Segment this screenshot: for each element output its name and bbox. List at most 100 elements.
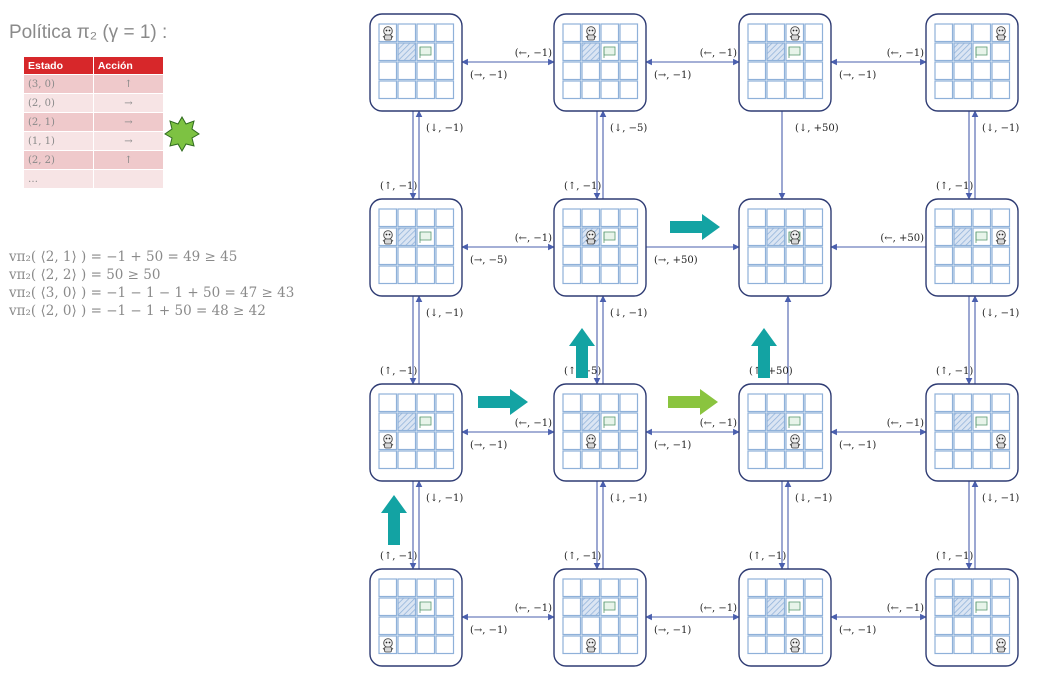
policy-arrow-3-0: [381, 495, 407, 545]
robot-head: [586, 26, 596, 36]
robot-arm: [1004, 443, 1007, 447]
robot-arm: [391, 443, 394, 447]
grid-cell: [378, 42, 398, 62]
equation-1: vπ₂( ⟨2, 1⟩ ) = −1 + 50 = 49 ≥ 45: [9, 249, 238, 265]
cell-accion: [93, 169, 165, 188]
label-left-0: (←, −1): [515, 48, 552, 59]
table-row: (1, 1)→: [24, 131, 165, 151]
robot-head: [790, 638, 800, 648]
label-left-9: (←, −1): [515, 603, 552, 614]
robot-arm: [789, 239, 792, 243]
grid-cell: [581, 450, 601, 470]
grid-cell: [378, 597, 398, 617]
robot-arm: [995, 239, 998, 243]
grid-cell: [804, 227, 824, 247]
grid-cell: [934, 208, 954, 228]
label-down-10: (↓, −1): [795, 493, 832, 504]
grid-cell: [991, 412, 1011, 432]
grid-cell: [934, 61, 954, 81]
grid-cell: [600, 208, 620, 228]
grid-cell: [785, 61, 805, 81]
grid-cell: [397, 265, 417, 285]
grid-cell: [953, 616, 973, 636]
grid-cell: [397, 208, 417, 228]
grid-cell: [581, 265, 601, 285]
grid-cell: [953, 597, 973, 617]
grid-cell: [581, 42, 601, 62]
grid-cell: [785, 246, 805, 266]
robot-body: [791, 442, 799, 449]
grid-cell: [378, 61, 398, 81]
robot-arm: [585, 443, 588, 447]
grid-cell: [562, 208, 582, 228]
grid-cell: [581, 616, 601, 636]
robot-body: [791, 238, 799, 245]
grid-cell: [804, 80, 824, 100]
label-down-7: (↓, −1): [982, 308, 1019, 319]
grid-cell: [562, 227, 582, 247]
robot-arm: [594, 35, 597, 39]
robot-arm: [995, 647, 998, 651]
goal-flag-icon: [975, 601, 988, 611]
robot-eye: [792, 233, 795, 236]
robot-eye: [588, 233, 591, 236]
grid-cell: [766, 246, 786, 266]
robot-arm: [585, 35, 588, 39]
grid-cell: [378, 450, 398, 470]
robot-agent-icon: [585, 434, 597, 449]
grid-cell: [804, 23, 824, 43]
robot-eye: [591, 29, 594, 32]
grid-cell: [600, 393, 620, 413]
table-row: (2, 0)→: [24, 93, 165, 113]
robot-head: [383, 434, 393, 444]
robot-eye: [388, 437, 391, 440]
goal-flag-icon: [419, 231, 432, 241]
state-grid-0-3: [925, 13, 1019, 112]
grid-cell: [378, 412, 398, 432]
grid-cell: [804, 246, 824, 266]
grid-cell: [934, 450, 954, 470]
grid-cell: [600, 61, 620, 81]
goal-flag-icon: [419, 416, 432, 426]
grid-cell: [435, 616, 455, 636]
grid-cell: [562, 616, 582, 636]
label-up-8: (↑, −1): [380, 551, 417, 562]
label-right-6: (→, −1): [470, 440, 507, 451]
label-up-10: (↑, −1): [749, 551, 786, 562]
grid-cell: [991, 42, 1011, 62]
robot-body: [997, 646, 1005, 653]
state-grid-0-1: [553, 13, 647, 112]
grid-cell: [397, 412, 417, 432]
robot-agent-icon: [382, 434, 394, 449]
grid-cell: [785, 80, 805, 100]
grid-cell: [397, 450, 417, 470]
grid-cell: [953, 265, 973, 285]
grid-cell: [804, 597, 824, 617]
policy-title: Política π₂ (γ = 1) :: [9, 22, 168, 43]
label-up-6: (↑, +50): [749, 366, 793, 377]
robot-body: [997, 442, 1005, 449]
grid-cell: [766, 635, 786, 655]
label-right-1: (→, −1): [654, 70, 691, 81]
robot-agent-icon: [995, 638, 1007, 653]
label-right-8: (→, −1): [839, 440, 876, 451]
grid-cell: [397, 597, 417, 617]
grid-cell: [953, 578, 973, 598]
robot-eye: [1001, 437, 1004, 440]
grid-cell: [435, 23, 455, 43]
label-up-4: (↑, −1): [380, 366, 417, 377]
grid-cell: [953, 635, 973, 655]
label-left-2: (←, −1): [887, 48, 924, 59]
grid-cell: [619, 393, 639, 413]
grid-cell: [619, 578, 639, 598]
robot-body: [587, 646, 595, 653]
equation-2: vπ₂( ⟨2, 2⟩ ) = 50 ≥ 50: [9, 267, 161, 283]
robot-eye: [588, 29, 591, 32]
grid-cell: [435, 393, 455, 413]
grid-cell: [435, 61, 455, 81]
robot-eye: [1001, 641, 1004, 644]
grid-cell: [766, 393, 786, 413]
robot-eye: [795, 641, 798, 644]
grid-cell: [562, 42, 582, 62]
